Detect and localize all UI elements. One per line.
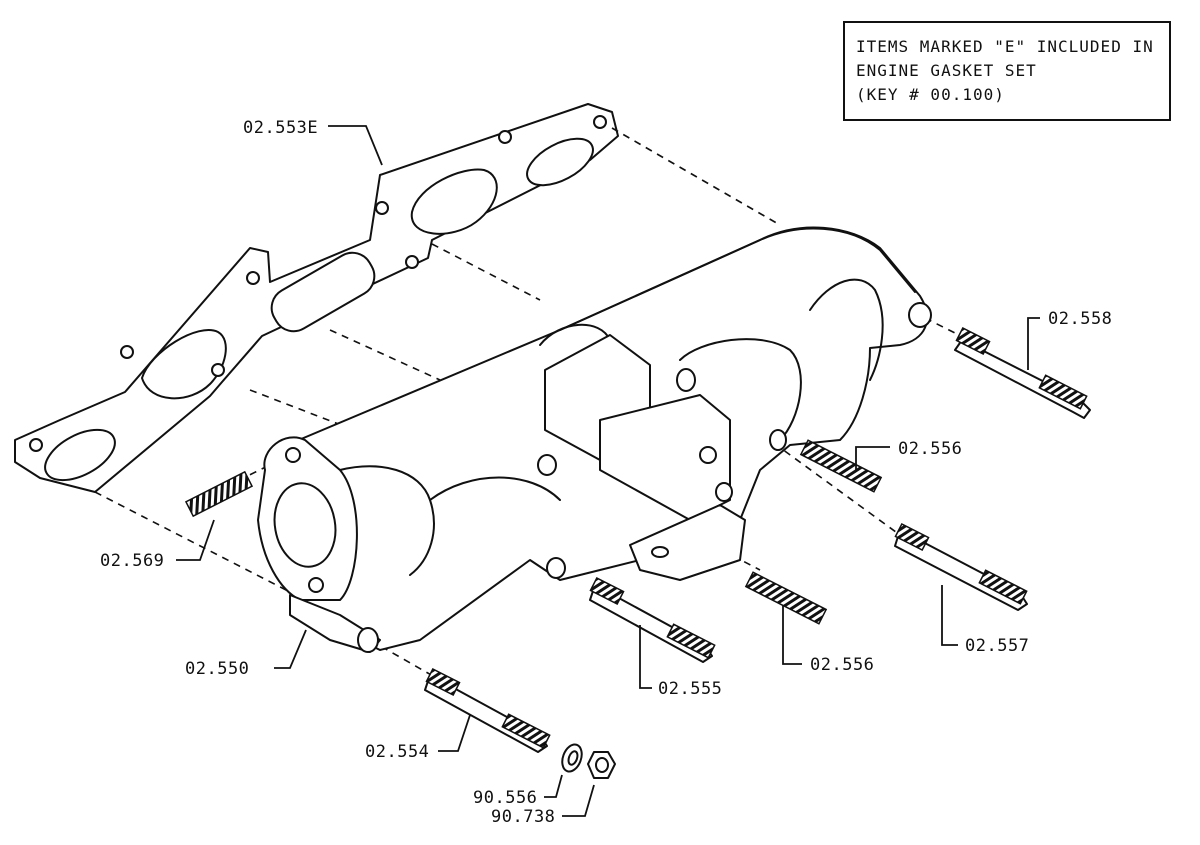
label-02-554: 02.554 <box>365 742 429 762</box>
gasket-port-1 <box>44 428 116 482</box>
gasket-bolt-hole <box>211 363 225 377</box>
stud-02-569 <box>184 470 254 518</box>
label-02-555: 02.555 <box>658 679 722 699</box>
washer-90-556 <box>561 743 583 773</box>
gasket-bolt-hole <box>246 271 260 285</box>
gasket-bolt-hole <box>405 255 419 269</box>
stud-02-558 <box>954 326 1091 419</box>
stud-02-557 <box>894 522 1028 611</box>
note-line-1: ITEMS MARKED "E" INCLUDED IN <box>856 37 1154 56</box>
part-labels: 02.553E 02.558 02.556 02.557 02.556 02.5… <box>100 118 1112 827</box>
gasket-bolt-hole <box>375 201 389 215</box>
gasket-port-2 <box>140 329 227 400</box>
label-02-558: 02.558 <box>1048 309 1112 329</box>
nut-90-738 <box>587 751 616 779</box>
gasket-port-4 <box>410 168 498 235</box>
gasket-02-553e <box>14 103 619 493</box>
label-90-556: 90.556 <box>473 788 537 808</box>
label-02-556-right: 02.556 <box>898 439 962 459</box>
exhaust-manifold <box>257 226 932 653</box>
stud-02-555 <box>589 576 716 663</box>
gasket-bolt-hole <box>593 115 607 129</box>
outlet-port <box>273 482 337 568</box>
note-line-3: (KEY # 00.100) <box>856 85 1005 104</box>
gasket-bolt-hole <box>29 438 43 452</box>
note-box: ITEMS MARKED "E" INCLUDED IN ENGINE GASK… <box>843 21 1171 121</box>
leader-lines <box>176 125 1040 817</box>
stud-02-554 <box>424 667 551 753</box>
label-02-569: 02.569 <box>100 551 164 571</box>
stud-02-556-bottom <box>744 571 828 625</box>
label-02-553e: 02.553E <box>243 118 318 138</box>
label-02-557: 02.557 <box>965 636 1029 656</box>
gasket-port-5 <box>526 137 594 187</box>
label-02-556-bottom: 02.556 <box>810 655 874 675</box>
stud-02-556-right <box>799 439 883 493</box>
label-90-738: 90.738 <box>491 807 555 827</box>
gasket-bolt-hole <box>498 130 512 144</box>
front-boss-hole <box>357 627 379 653</box>
gasket-bolt-hole <box>120 345 134 359</box>
gasket-port-3 <box>270 251 376 333</box>
label-02-550: 02.550 <box>185 659 249 679</box>
note-line-2: ENGINE GASKET SET <box>856 61 1037 80</box>
